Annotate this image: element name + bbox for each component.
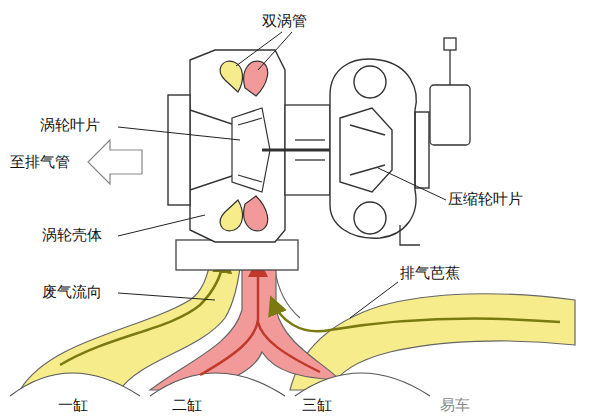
outlet-bore: [190, 110, 235, 190]
part-label: 双涡管: [262, 12, 307, 30]
scroll-red: [244, 61, 268, 96]
leader-line: [118, 293, 215, 300]
actuator-can: [430, 85, 470, 145]
flow-arrow: [272, 300, 560, 331]
bearing-line: [295, 139, 325, 140]
bearing-line: [295, 159, 325, 160]
housing-outline: [190, 50, 285, 242]
scroll-red: [244, 196, 268, 231]
port-outline: [150, 373, 285, 396]
flow-arrow: [60, 258, 224, 365]
manifold-flange: [176, 240, 298, 270]
compressor-wheel: [340, 108, 392, 192]
outlet-arrow: [88, 140, 142, 184]
housing-outline: [330, 59, 416, 238]
blade-line: [238, 175, 262, 182]
part-label: 涡轮叶片: [40, 116, 100, 134]
volute-section: [354, 202, 386, 234]
part-label: 至排气管: [10, 153, 70, 171]
blade-line: [350, 125, 385, 135]
inlet-neck: [415, 112, 429, 188]
leader-line: [258, 32, 292, 70]
turbine-housing: [168, 50, 285, 242]
rod-end: [444, 38, 456, 50]
part-label: 一缸: [58, 396, 88, 414]
actuator-rod: [449, 45, 450, 85]
volute-section: [354, 66, 386, 98]
part-label: 涡轮壳体: [42, 226, 102, 244]
leader-line: [118, 127, 240, 140]
part-label: 易车: [440, 396, 470, 414]
part-label: 三缸: [302, 396, 332, 414]
part-label: 排气芭蕉: [400, 264, 460, 282]
leader-lines: [118, 32, 446, 318]
part-label: 压缩轮叶片: [448, 190, 523, 208]
flow-arrow: [258, 322, 320, 372]
port-outline: [295, 373, 430, 396]
bracket: [400, 225, 420, 245]
blade-line: [350, 165, 385, 175]
compressor-housing: [330, 59, 429, 238]
part-label: 二缸: [172, 396, 202, 414]
scroll-yellow: [220, 61, 242, 92]
cylinder-ports: [10, 373, 430, 396]
flow-arrows: [60, 258, 560, 375]
leader-line: [236, 32, 282, 66]
flow-arrow: [200, 262, 258, 375]
leader-line: [378, 168, 446, 200]
scroll-yellow: [220, 200, 242, 231]
part-label: 废气流向: [42, 283, 102, 301]
leader-line: [118, 215, 205, 236]
port-outline: [10, 373, 140, 396]
blade-line: [238, 118, 262, 125]
outlet-flange: [168, 95, 190, 205]
wastegate-actuator: [400, 38, 470, 245]
leader-line: [350, 282, 398, 318]
